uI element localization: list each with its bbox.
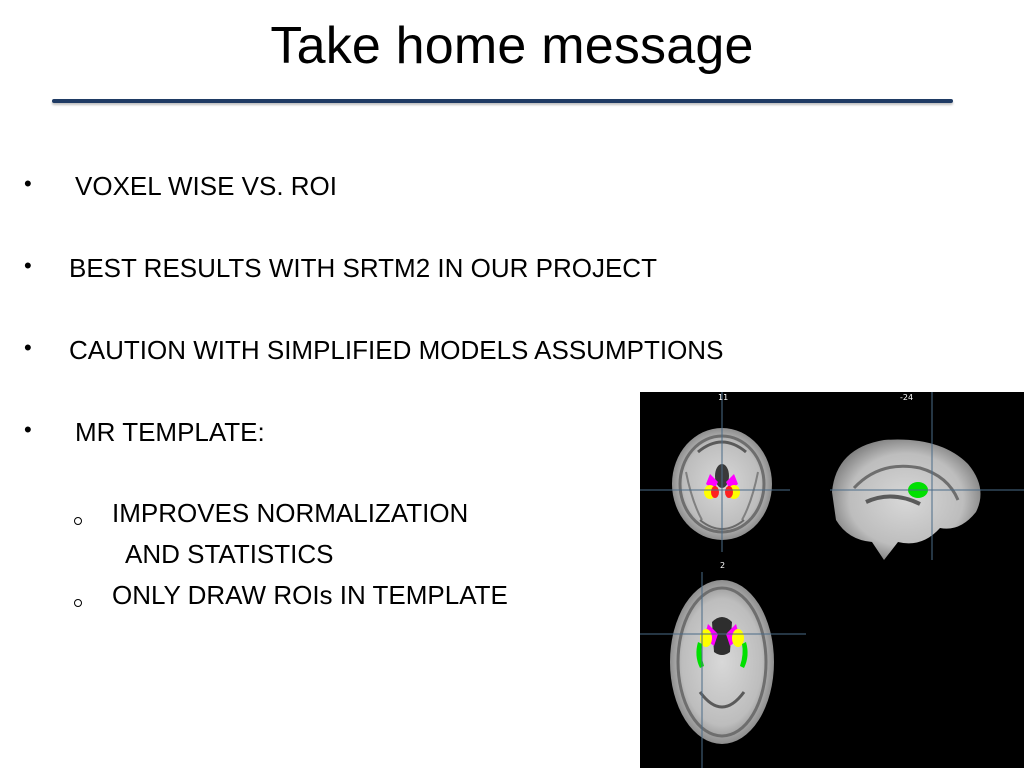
bullet-icon: • (24, 171, 32, 196)
bullet-voxel-wise: VOXEL WISE VS. ROI (75, 171, 337, 201)
sub-bullet-normalization: IMPROVES NORMALIZATION (112, 498, 469, 528)
coronal-slice-label: 11 (718, 393, 728, 402)
axial-view (640, 572, 806, 768)
sagittal-slice-label: -24 (900, 393, 913, 402)
sub-bullet-draw-rois: ONLY DRAW ROIs IN TEMPLATE (112, 580, 508, 610)
axial-slice-label: 2 (720, 561, 725, 570)
bullet-icon: • (24, 253, 32, 278)
sub-bullet-icon (74, 517, 82, 525)
sagittal-view (830, 392, 1024, 560)
sub-bullet-normalization-cont: AND STATISTICS (125, 539, 334, 569)
bullet-caution: CAUTION WITH SIMPLIFIED MODELS ASSUMPTIO… (69, 335, 724, 365)
slide-title: Take home message (270, 17, 754, 75)
title-divider (52, 99, 953, 103)
sub-bullet-icon (74, 599, 82, 607)
bullet-best-results: BEST RESULTS WITH SRTM2 IN OUR PROJECT (69, 253, 657, 283)
coronal-view (640, 392, 790, 552)
bullet-mr-template: MR TEMPLATE: (75, 417, 265, 447)
bullet-icon: • (24, 335, 32, 360)
mri-template-image: 11 -24 2 (640, 392, 1024, 768)
bullet-icon: • (24, 417, 32, 442)
